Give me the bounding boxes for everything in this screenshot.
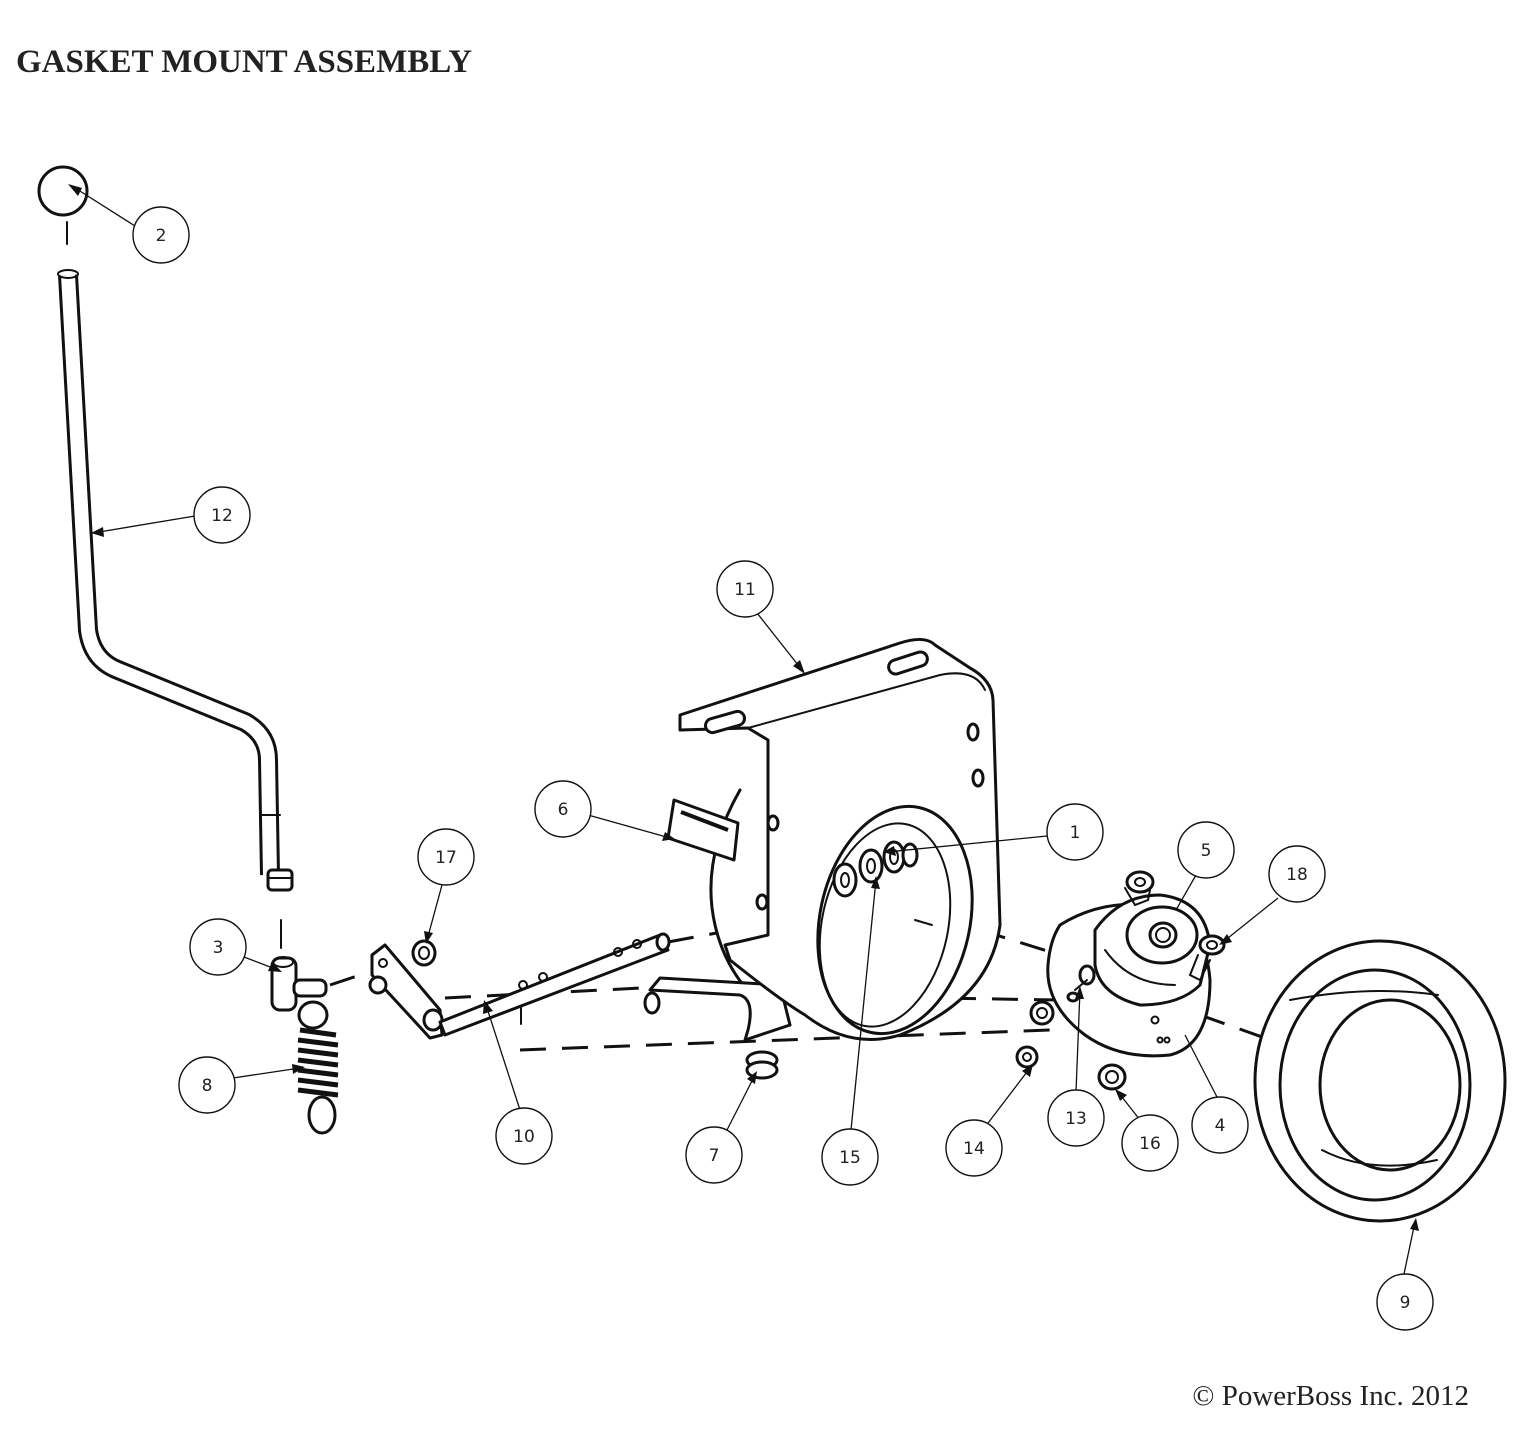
callout-bubble-14: 14 bbox=[945, 1119, 1003, 1177]
svg-text:11: 11 bbox=[734, 580, 756, 600]
svg-text:1: 1 bbox=[1070, 823, 1081, 843]
gasket-ring-part bbox=[1253, 939, 1507, 1223]
svg-text:16: 16 bbox=[1139, 1134, 1161, 1154]
svg-text:13: 13 bbox=[1065, 1109, 1087, 1129]
housing-bracket-part bbox=[643, 638, 1002, 1042]
svg-text:14: 14 bbox=[963, 1139, 985, 1159]
svg-text:17: 17 bbox=[435, 848, 457, 868]
callout-bubble-11: 11 bbox=[716, 560, 774, 618]
svg-text:3: 3 bbox=[213, 938, 224, 958]
callout-bubble-13: 13 bbox=[1047, 1089, 1105, 1147]
callout-bubble-7: 7 bbox=[685, 1126, 743, 1184]
svg-text:6: 6 bbox=[558, 800, 569, 820]
svg-text:7: 7 bbox=[709, 1146, 720, 1166]
wing-fastener-part bbox=[1124, 870, 1226, 982]
callout-bubble-18: 18 bbox=[1268, 845, 1326, 903]
callout-bubble-9: 9 bbox=[1376, 1273, 1434, 1331]
svg-text:9: 9 bbox=[1400, 1293, 1411, 1313]
callout-bubble-1: 1 bbox=[1046, 803, 1104, 861]
svg-text:8: 8 bbox=[202, 1076, 213, 1096]
callout-bubble-12: 12 bbox=[193, 486, 251, 544]
hex-nut-part bbox=[266, 868, 294, 892]
svg-text:15: 15 bbox=[839, 1148, 861, 1168]
callout-bubble-10: 10 bbox=[495, 1107, 553, 1165]
callout-leaders bbox=[68, 184, 1419, 1275]
knob-part bbox=[37, 165, 89, 217]
spring-part bbox=[297, 1000, 339, 1135]
copyright-notice: © PowerBoss Inc. 2012 bbox=[1192, 1380, 1469, 1412]
callout-bubble-15: 15 bbox=[821, 1128, 879, 1186]
svg-text:18: 18 bbox=[1286, 865, 1308, 885]
callout-bubble-3: 3 bbox=[189, 918, 247, 976]
callout-bubble-5: 5 bbox=[1177, 821, 1235, 879]
callout-bubble-8: 8 bbox=[178, 1056, 236, 1114]
lever-rod-part bbox=[57, 269, 281, 876]
callout-bubble-6: 6 bbox=[534, 780, 592, 838]
callout-bubble-4: 4 bbox=[1191, 1096, 1249, 1154]
clamp-hub-part bbox=[1093, 893, 1212, 1007]
callout-bubble-16: 16 bbox=[1121, 1114, 1179, 1172]
svg-text:2: 2 bbox=[156, 226, 167, 246]
svg-text:4: 4 bbox=[1215, 1116, 1226, 1136]
label-plate-part bbox=[666, 798, 740, 862]
nut-17-part bbox=[411, 939, 437, 967]
shaft-arm-part bbox=[368, 932, 671, 1040]
callout-bubble-17: 17 bbox=[417, 828, 475, 886]
nut-16-part bbox=[1097, 1063, 1127, 1091]
svg-text:10: 10 bbox=[513, 1127, 535, 1147]
page-title: GASKET MOUNT ASSEMBLY bbox=[16, 44, 473, 80]
grommet-part bbox=[745, 1050, 779, 1080]
svg-text:12: 12 bbox=[211, 506, 233, 526]
callout-bubble-2: 2 bbox=[132, 206, 190, 264]
nut-14-part bbox=[1015, 1000, 1055, 1069]
svg-text:5: 5 bbox=[1201, 841, 1212, 861]
